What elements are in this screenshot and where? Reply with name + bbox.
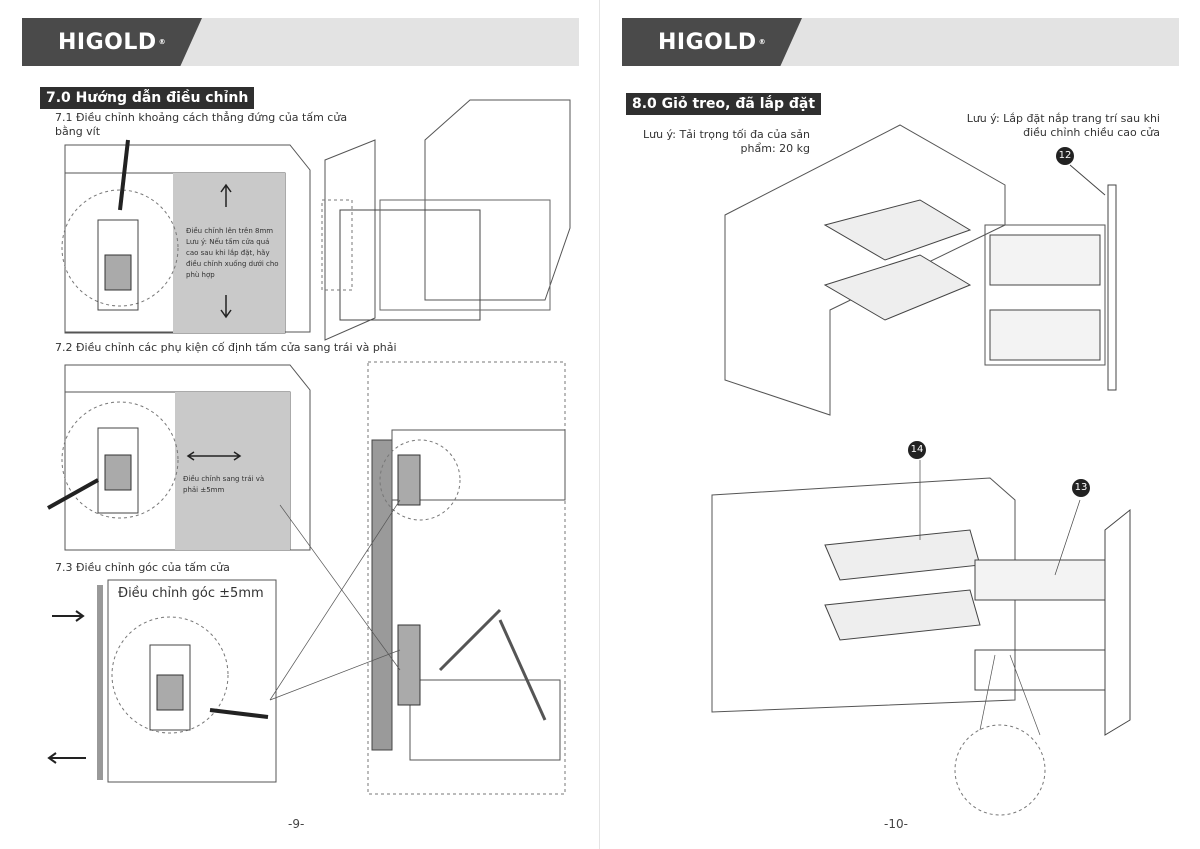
illustrations-page-10 [711,124,1131,816]
step-7-2-title: 7.2 Điều chỉnh các phụ kiện cố định tấm … [55,341,397,354]
load-note: Lưu ý: Tải trọng tối đa của sản phẩm: 20… [642,128,810,155]
adjust-up-note: Lưu ý: Nếu tấm cửa quá cao sau khi lắp đ… [186,238,279,279]
step-7-3-title: 7.3 Điều chỉnh góc của tấm cửa [55,561,230,574]
page-9: HIGOLD® 7.0 Hướng dẫn điều chỉnh 7.1 Điề… [22,0,600,849]
brand-logo: HIGOLD® [22,18,202,66]
section-title: 7.0 Hướng dẫn điều chỉnh [40,87,255,109]
adjust-lr-label: Điều chỉnh sang trái và phải ±5mm [183,475,265,494]
callout-13: 13 [1072,479,1090,497]
section-title: 8.0 Giỏ treo, đã lắp đặt [626,93,822,115]
callout-12: 12 [1056,147,1074,165]
brand-logo: HIGOLD® [622,18,802,66]
callout-14: 14 [908,441,926,459]
adjust-angle-label: Điều chỉnh góc ±5mm [118,586,264,601]
page-number: -10- [884,817,908,831]
cover-note: Lưu ý: Lắp đặt nắp trang trí sau khi điề… [966,112,1160,139]
adjust-up-label: Điều chỉnh lên trên 8mm [186,227,274,235]
page-10: HIGOLD® 8.0 Giỏ treo, đã lắp đặt Lưu ý: … [600,0,1200,849]
step-7-1-title: 7.1 Điều chỉnh khoảng cách thẳng đứng củ… [55,111,348,138]
page-number: -9- [288,817,305,831]
illustrations-page-9 [47,99,571,795]
